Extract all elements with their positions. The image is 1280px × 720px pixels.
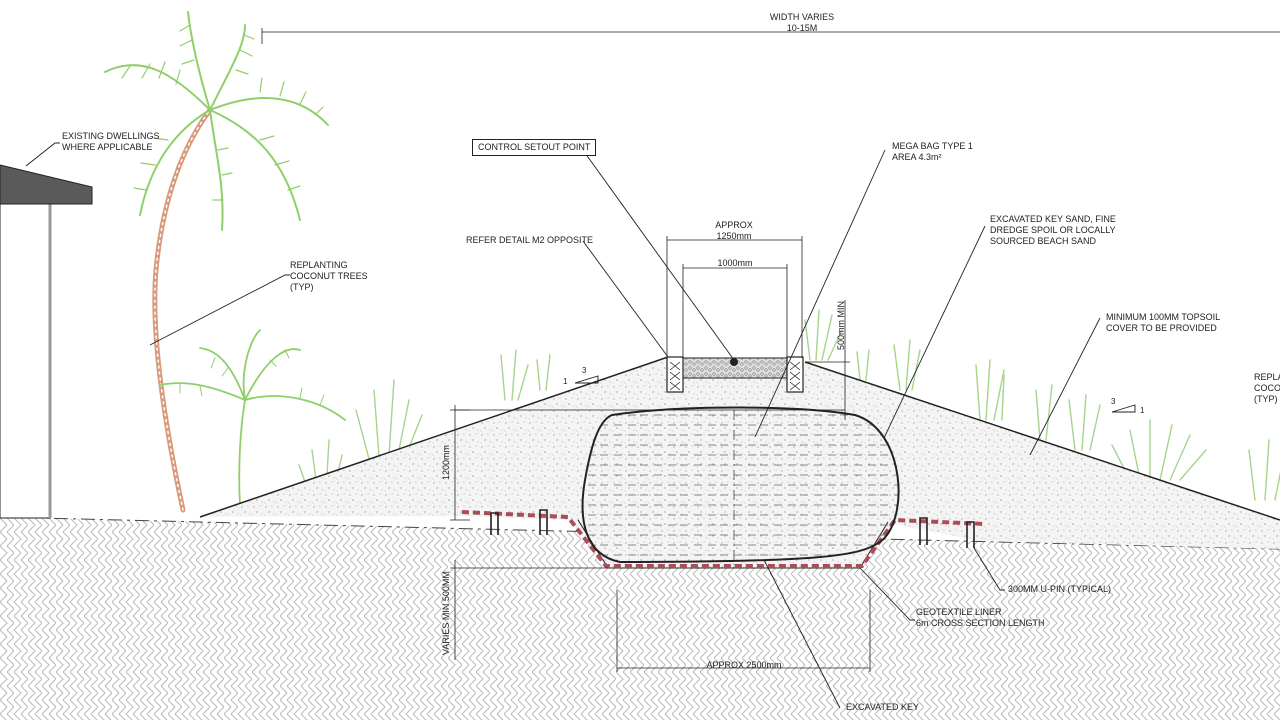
slope-triangle-icon: [574, 375, 1136, 413]
width-1000-label: 1000mm: [717, 258, 753, 268]
coconut-tree-icon: [104, 11, 346, 513]
geotextile-liner: [461, 510, 986, 568]
existing-dwellings-label: EXISTING DWELLINGS WHERE APPLICABLE: [62, 131, 160, 152]
upin-label: 300mm U-PIN (TYPICAL): [1008, 584, 1112, 594]
varies-min-label: VARIES MIN 500mm: [441, 571, 451, 655]
mega-bag-label: MEGA BAG TYPE 1 AREA 4.3m²: [892, 141, 973, 162]
approx-2500-label: APPROX 2500mm: [706, 660, 782, 670]
geotextile-label: GEOTEXTILE LINER 6m CROSS SECTION LENGTH: [916, 607, 1045, 628]
min-500-label: 500mm MIN: [836, 300, 846, 350]
refer-detail-label: REFER DETAIL M2 OPPOSITE: [466, 235, 594, 245]
dimension-lines: [261, 28, 1280, 672]
topsoil-label: MINIMUM 100mm TOPSOIL COVER TO BE PROVID…: [1106, 312, 1221, 333]
slope-right-rise: 3: [1111, 397, 1116, 406]
leader-lines: [25, 142, 1101, 709]
replant-right-label: REPLA COCON (TYP): [1254, 372, 1280, 404]
slope-right-run: 1: [1140, 406, 1145, 415]
slope-left-run: 1: [563, 377, 568, 386]
replant-left-label: REPLANTING COCONUT TREES (TYP): [290, 260, 368, 292]
crest-detail: [666, 356, 804, 393]
u-pin-icon: [490, 509, 975, 548]
excavated-sand-label: EXCAVATED KEY SAND, FINE DREDGE SPOIL OR…: [990, 214, 1116, 246]
existing-dwelling-house-icon: [0, 164, 93, 519]
height-1200-label: 1200mm: [441, 444, 451, 480]
excavated-key-label: EXCAVATED KEY: [846, 702, 920, 712]
slope-left-rise: 3: [582, 366, 587, 375]
control-setout-label: CONTROL SETOUT POINT: [472, 139, 597, 156]
approx-1250-label: APPROX 1250mm: [715, 220, 753, 241]
mega-bag: [581, 406, 900, 565]
width-varies-label: WIDTH VARIES 10-15m: [769, 12, 835, 33]
